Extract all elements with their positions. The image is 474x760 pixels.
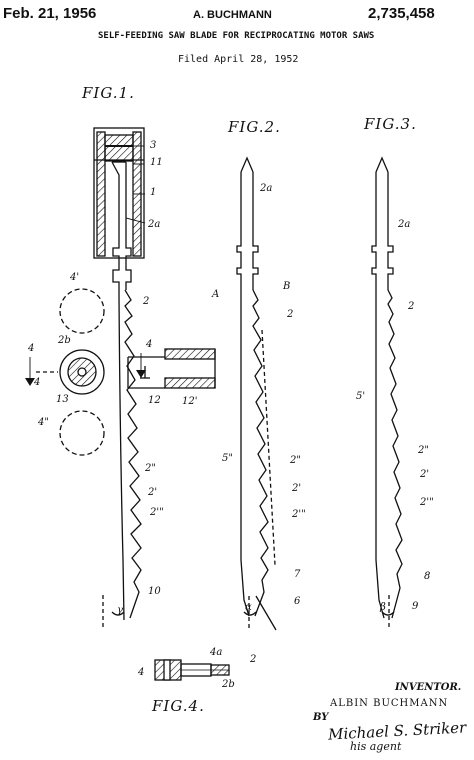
fig4-ref-4: 4 — [138, 667, 145, 678]
fig1-ref-4-arrow: 4 — [146, 339, 153, 350]
fig2-saw-blade — [236, 156, 277, 631]
patent-date: Feb. 21, 1956 — [3, 5, 97, 22]
fig2-ref-2-prime: 2' — [292, 483, 302, 494]
fig1-ref-3: 3 — [150, 140, 157, 151]
fig2-ref-7: 7 — [294, 569, 301, 580]
fig2-ref-A: A — [212, 289, 220, 300]
fig4-ref-4a: 4a — [210, 647, 223, 658]
fig1-label: FIG.1. — [82, 84, 135, 102]
agent-signature-suffix: his agent — [350, 740, 402, 753]
fig2-ref-2-triple-prime: 2'" — [292, 509, 306, 520]
fig2-ref-2-double-prime: 2" — [290, 455, 301, 466]
fig2-ref-6: 6 — [294, 596, 301, 607]
fig3-ref-8: 8 — [424, 571, 431, 582]
fig3-ref-2-prime: 2' — [420, 469, 430, 480]
fig1-ref-4-double-prime: 4" — [38, 417, 49, 428]
fig1-ref-2: 2 — [143, 296, 150, 307]
fig1-ref-12: 12 — [148, 395, 161, 406]
fig1-ref-10: 10 — [148, 586, 161, 597]
fig2-ref-2a: 2a — [260, 183, 273, 194]
inventor-name: ALBIN BUCHMANN — [330, 698, 449, 709]
fig4-ref-2b: 2b — [222, 679, 235, 690]
fig3-ref-9: 9 — [412, 601, 419, 612]
fig2-ref-B: B — [283, 281, 291, 292]
fig1-ref-1: 1 — [150, 187, 157, 198]
fig2-label: FIG.2. — [228, 118, 281, 136]
fig4-label: FIG.4. — [152, 697, 205, 715]
filed-date: Filed April 28, 1952 — [178, 54, 299, 65]
fig1-angle-gamma: γ — [117, 605, 123, 616]
fig1-ref-4-prime: 4' — [70, 272, 80, 283]
leader-lines — [29, 145, 146, 378]
fig3-ref-2a: 2a — [398, 219, 411, 230]
patent-title: SELF-FEEDING SAW BLADE FOR RECIPROCATING… — [98, 31, 375, 41]
fig2-angle-alpha: α — [245, 602, 252, 613]
fig1-ref-2-double-prime: 2" — [145, 463, 156, 474]
fig3-ref-2-double-prime: 2" — [418, 445, 429, 456]
fig3-saw-blade — [371, 156, 403, 630]
fig4-cross-section — [154, 659, 230, 681]
fig3-ref-2: 2 — [408, 301, 415, 312]
patent-number: 2,735,458 — [368, 5, 435, 22]
inventor-header-name: A. BUCHMANN — [193, 9, 272, 21]
fig4-ref-2: 2 — [250, 654, 257, 665]
fig1-ref-2-prime: 2' — [148, 487, 158, 498]
fig1-ref-2a: 2a — [148, 219, 161, 230]
fig1-support-bracket — [127, 348, 216, 389]
fig2-ref-2: 2 — [287, 309, 294, 320]
fig1-ref-13: 13 — [56, 394, 69, 405]
inventor-heading: INVENTOR. — [395, 682, 462, 693]
fig3-label: FIG.3. — [364, 115, 417, 133]
fig1-ref-4-left: 4 — [28, 343, 35, 354]
fig1-ref-2b: 2b — [58, 335, 71, 346]
fig1-ref-2-triple-prime: 2'" — [150, 507, 164, 518]
fig3-angle-beta: β — [380, 602, 386, 613]
fig1-ref-12-prime: 12' — [182, 396, 198, 407]
fig1-ref-4-bottom: 4 — [34, 377, 41, 388]
fig1-saw-blade — [111, 161, 142, 621]
by-label: BY — [313, 712, 329, 723]
fig2-ref-5-double-prime: 5" — [222, 453, 233, 464]
fig3-ref-5-prime: 5' — [356, 391, 366, 402]
fig3-ref-2-triple-prime: 2'" — [420, 497, 434, 508]
fig1-ref-11: 11 — [150, 157, 163, 168]
fig1-guide-rollers — [36, 288, 105, 456]
